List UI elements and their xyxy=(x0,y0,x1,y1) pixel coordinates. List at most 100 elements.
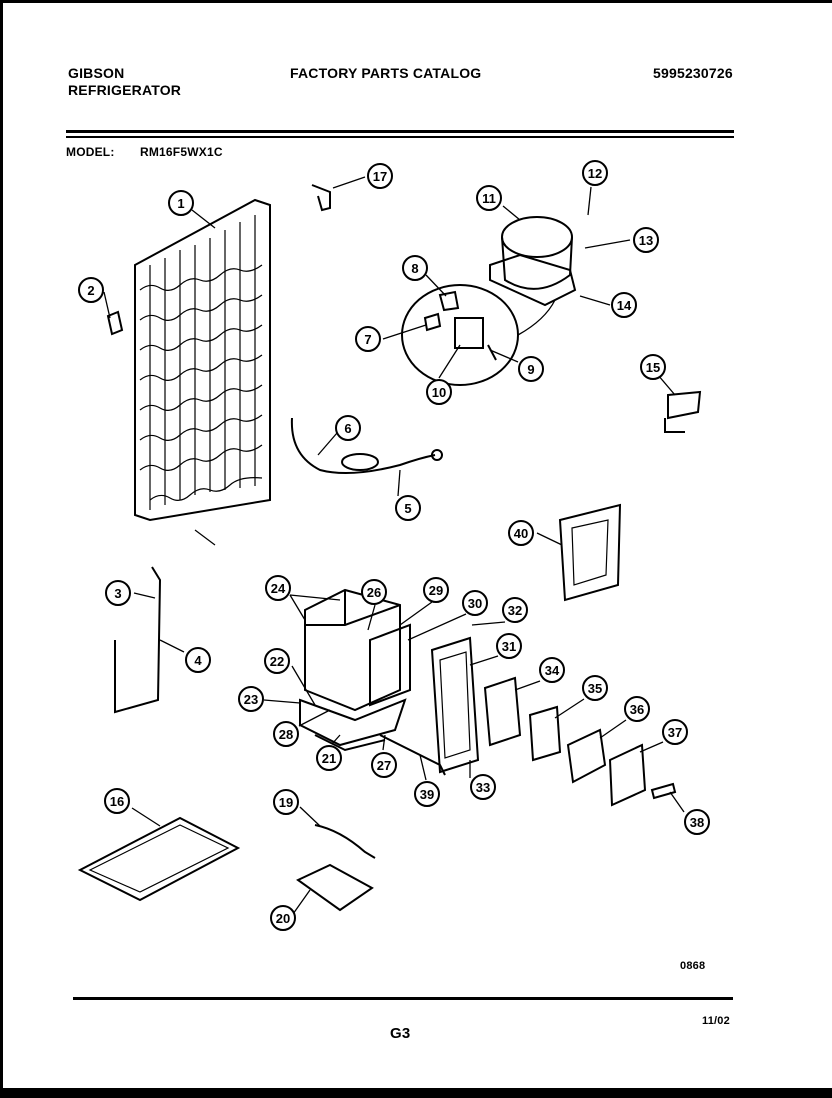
callout-7: 7 xyxy=(355,326,381,352)
svg-text:12: 12 xyxy=(588,166,602,181)
clip xyxy=(311,184,331,212)
callout-5: 5 xyxy=(395,495,421,521)
callout-33: 33 xyxy=(470,774,496,800)
callout-35: 35 xyxy=(582,675,608,701)
svg-text:2: 2 xyxy=(87,283,94,298)
dispenser-door xyxy=(430,636,480,774)
callout-40: 40 xyxy=(508,520,534,546)
harness-coil xyxy=(341,453,379,471)
dispenser-frame xyxy=(483,676,522,747)
model-label: MODEL: xyxy=(66,145,115,159)
svg-text:21: 21 xyxy=(322,751,336,766)
model-number: RM16F5WX1C xyxy=(140,145,223,159)
svg-text:17: 17 xyxy=(373,169,387,184)
catalog-number: 5995230726 xyxy=(653,65,733,81)
page-code: G3 xyxy=(390,1025,411,1042)
compressor xyxy=(489,216,577,307)
svg-text:14: 14 xyxy=(617,298,632,313)
drawing-code: 0868 xyxy=(680,960,706,972)
bottom-border xyxy=(0,1088,832,1098)
svg-text:27: 27 xyxy=(377,758,391,773)
capacitor xyxy=(664,390,702,433)
svg-text:35: 35 xyxy=(588,681,602,696)
callout-12: 12 xyxy=(582,160,608,186)
svg-text:22: 22 xyxy=(270,654,284,669)
callout-26: 26 xyxy=(361,579,387,605)
svg-text:34: 34 xyxy=(545,663,560,678)
callout-31: 31 xyxy=(496,633,522,659)
callout-6: 6 xyxy=(335,415,361,441)
condenser-coil xyxy=(134,198,271,546)
svg-text:13: 13 xyxy=(639,233,653,248)
svg-text:38: 38 xyxy=(690,815,704,830)
svg-text:4: 4 xyxy=(194,653,202,668)
callout-27: 27 xyxy=(371,752,397,778)
callout-13: 13 xyxy=(633,227,659,253)
drip-tray xyxy=(77,816,241,902)
header-rule-top xyxy=(66,130,734,133)
harness-plug xyxy=(431,449,443,461)
callout-21: 21 xyxy=(316,745,342,771)
dispenser-assembly xyxy=(299,588,411,752)
svg-text:15: 15 xyxy=(646,360,660,375)
callout-22: 22 xyxy=(264,648,290,674)
callout-34: 34 xyxy=(539,657,565,683)
callout-10: 10 xyxy=(426,379,452,405)
svg-text:26: 26 xyxy=(367,585,381,600)
svg-text:29: 29 xyxy=(429,583,443,598)
callout-1: 1 xyxy=(168,190,194,216)
svg-text:28: 28 xyxy=(279,727,293,742)
catalog-title: FACTORY PARTS CATALOG xyxy=(290,65,482,81)
callout-36: 36 xyxy=(624,696,650,722)
svg-text:16: 16 xyxy=(110,794,124,809)
callout-24: 24 xyxy=(265,575,291,601)
svg-text:20: 20 xyxy=(276,911,290,926)
svg-text:37: 37 xyxy=(668,725,682,740)
revision-date: 11/02 xyxy=(702,1015,730,1027)
actuator-bar xyxy=(379,734,446,776)
callout-9: 9 xyxy=(518,356,544,382)
svg-text:1: 1 xyxy=(177,196,184,211)
svg-text:11: 11 xyxy=(482,191,496,206)
svg-text:5: 5 xyxy=(404,501,411,516)
dispenser-gasket xyxy=(528,705,562,762)
callout-2: 2 xyxy=(78,277,104,303)
svg-text:19: 19 xyxy=(279,795,293,810)
left-border xyxy=(0,0,3,1098)
callout-28: 28 xyxy=(273,721,299,747)
relay-detail xyxy=(401,284,556,386)
svg-text:10: 10 xyxy=(432,385,446,400)
callout-23: 23 xyxy=(238,686,264,712)
control-panel xyxy=(608,743,647,807)
callout-leaders xyxy=(103,176,685,915)
callout-4: 4 xyxy=(185,647,211,673)
callout-32: 32 xyxy=(502,597,528,623)
svg-text:30: 30 xyxy=(468,596,482,611)
wiring-harness xyxy=(290,417,436,475)
svg-text:33: 33 xyxy=(476,780,490,795)
callout-15: 15 xyxy=(640,354,666,380)
callout-17: 17 xyxy=(367,163,393,189)
callout-8: 8 xyxy=(402,255,428,281)
svg-text:24: 24 xyxy=(271,581,286,596)
svg-text:9: 9 xyxy=(527,362,534,377)
callout-16: 16 xyxy=(104,788,130,814)
svg-text:7: 7 xyxy=(364,332,371,347)
bracket xyxy=(106,310,124,336)
header-rule-bottom xyxy=(66,136,734,138)
control-label xyxy=(650,782,677,800)
top-border xyxy=(0,0,832,3)
svg-text:23: 23 xyxy=(244,692,258,707)
svg-text:39: 39 xyxy=(420,787,434,802)
callout-39: 39 xyxy=(414,781,440,807)
footer-rule xyxy=(73,997,733,1000)
svg-text:8: 8 xyxy=(411,261,418,276)
callout-11: 11 xyxy=(476,185,502,211)
callout-30: 30 xyxy=(462,590,488,616)
svg-text:31: 31 xyxy=(502,639,516,654)
svg-text:3: 3 xyxy=(114,586,121,601)
svg-text:6: 6 xyxy=(344,421,351,436)
callout-14: 14 xyxy=(611,292,637,318)
